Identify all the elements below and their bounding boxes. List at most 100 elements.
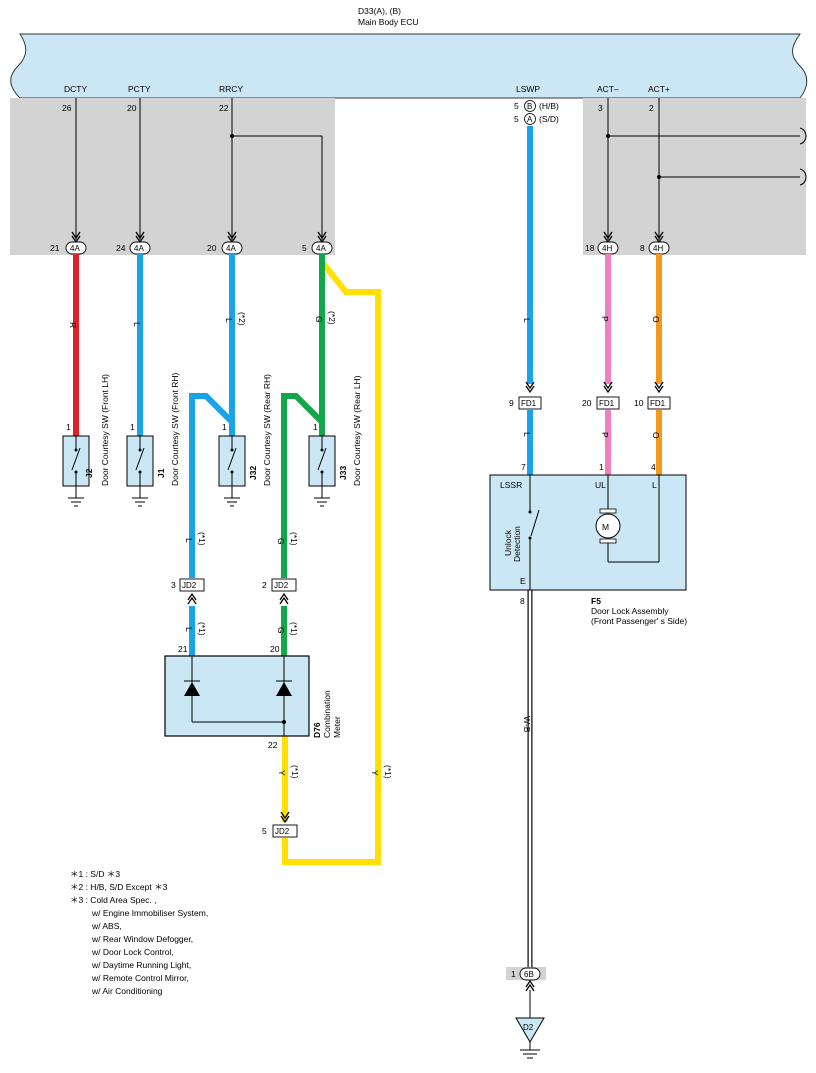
lswp-b: B (527, 102, 532, 111)
connector-4a-4: 5 4A (302, 241, 333, 255)
dl-id: F5 (591, 596, 601, 606)
conn-code: FD1 (521, 399, 537, 408)
lswp-a-note: (S/D) (539, 114, 559, 124)
switch-name: Door Courtesy SW (Rear RH) (262, 374, 272, 486)
conn-code: 4A (70, 244, 80, 253)
switch-j32: 1 J32 Door Courtesy SW (Rear RH) (218, 374, 272, 507)
wire-label-r: R (68, 322, 78, 328)
dl-ul: UL (595, 480, 606, 490)
dl-pin-1: 1 (599, 462, 604, 472)
footnotes: ＊1 : S/D ＊3 ＊2 : H/B, S/D Except ＊3 ＊3 :… (70, 868, 208, 998)
meter-name: Meter (332, 716, 342, 738)
junction-dot (606, 134, 610, 138)
door-lock-assembly: 7 1 4 LSSR UL L E Unlock Detection M 8 F… (489, 462, 687, 626)
switch-pin: 1 (130, 422, 135, 432)
wire-yellow (282, 260, 381, 865)
footnote: w/ ABS, (92, 921, 122, 931)
pin-num-20: 20 (127, 103, 137, 113)
conn-code: 4H (602, 244, 612, 253)
switch-j2: 1 J2 Door Courtesy SW (Front LH) (62, 374, 110, 507)
connector-fd1-10: 10 FD1 (634, 396, 671, 410)
wire-label-y: Y (370, 770, 380, 776)
wire-label-note: (*1) (290, 765, 300, 779)
footnote: w/ Engine Immobiliser System, (92, 908, 209, 918)
conn-pin: 3 (171, 580, 176, 590)
connector-4h-1: 18 4H (585, 241, 619, 255)
footnote: w/ Rear Window Defogger, (92, 934, 194, 944)
ground-id: D2 (523, 1023, 534, 1032)
switch-name: Door Courtesy SW (Front RH) (170, 372, 180, 486)
dl-motor: M (602, 522, 609, 532)
footnote: ＊3 : Cold Area Spec. , (70, 895, 157, 905)
footnote: w/ Remote Control Mirror, (92, 973, 189, 983)
junction-dot (230, 134, 234, 138)
footnote: ＊2 : H/B, S/D Except ＊3 (70, 882, 168, 892)
lswp-num-a: 5 (514, 114, 519, 124)
conn-code: 4H (653, 244, 663, 253)
dl-pin-8: 8 (520, 596, 525, 606)
ecu-area-left (10, 98, 335, 255)
pin-act-plus: ACT+ (648, 84, 670, 94)
dl-e: E (520, 576, 526, 586)
pin-pcty: PCTY (128, 84, 151, 94)
ecu-internal-lines (75, 98, 807, 240)
meter-name: Combination (322, 690, 332, 738)
wire-label-p: P (600, 316, 610, 322)
connector-fd1-9: 9 FD1 (509, 396, 542, 410)
wire-green-branch (281, 393, 325, 578)
lswp-num-b: 5 (514, 101, 519, 111)
conn-code: 6B (524, 970, 534, 979)
wire-label-g: G (314, 316, 324, 323)
wire-label-l: L (184, 627, 194, 632)
wire-label-l: L (522, 318, 532, 323)
connector-4h-2: 8 4H (640, 241, 670, 255)
wire-label-note: (*1) (197, 532, 207, 546)
dl-name: Door Lock Assembly (591, 606, 669, 616)
pin-num-26: 26 (62, 103, 72, 113)
wire-label-l: L (224, 318, 234, 323)
wire-label-g: G (276, 538, 286, 545)
wire-label-o: O (651, 316, 661, 323)
connector-jd2-2: 2 JD2 (262, 578, 297, 592)
conn-code: JD2 (275, 827, 290, 836)
pin-num-2: 2 (649, 103, 654, 113)
wire-label-o: O (651, 432, 661, 439)
conn-code: 4A (226, 244, 236, 253)
pin-num-22: 22 (219, 103, 229, 113)
pin-num-3: 3 (598, 103, 603, 113)
wire-label-p: P (600, 432, 610, 438)
dl-l: L (652, 480, 657, 490)
diode-icon (184, 682, 200, 696)
wire-label-note: (*2) (237, 312, 247, 326)
switch-id: J32 (248, 466, 258, 480)
footnote: w/ Door Lock Control, (92, 947, 174, 957)
conn-pin: 5 (262, 826, 267, 836)
conn-pin: 20 (207, 243, 217, 253)
conn-code: 4A (316, 244, 326, 253)
switch-id: J2 (84, 468, 94, 478)
conn-code: JD2 (274, 581, 289, 590)
conn-code: FD1 (650, 399, 666, 408)
wire-label-y: Y (277, 770, 287, 776)
footnote: ＊1 : S/D ＊3 (70, 869, 121, 879)
meter-pin: 20 (270, 644, 280, 654)
dl-lssr: LSSR (500, 480, 522, 490)
lswp-b-circle (524, 100, 536, 112)
wires (73, 126, 662, 865)
conn-pin: 9 (509, 398, 514, 408)
switch-pin: 1 (222, 422, 227, 432)
conn-code: FD1 (599, 399, 615, 408)
connector-4a-1: 21 4A (50, 241, 87, 255)
conn-pin: 1 (511, 969, 516, 979)
fd1-arrows (525, 381, 664, 394)
dl-side: (Front Passenger' s Side) (591, 616, 687, 626)
connector-fd1-20: 20 FD1 (582, 396, 620, 410)
switch-pin: 1 (313, 422, 318, 432)
pin-lswp: LSWP (516, 84, 540, 94)
footnote: w/ Daytime Running Light, (92, 960, 192, 970)
wire-labels: R L L (*2) G (*2) L P O L P O W-B L (*1)… (68, 311, 661, 779)
conn-pin: 24 (116, 243, 126, 253)
ground-arrows (525, 979, 535, 992)
ecu-id: D33(A), (B) (358, 6, 401, 16)
connector-jd2-5: 5 JD2 (262, 824, 298, 838)
